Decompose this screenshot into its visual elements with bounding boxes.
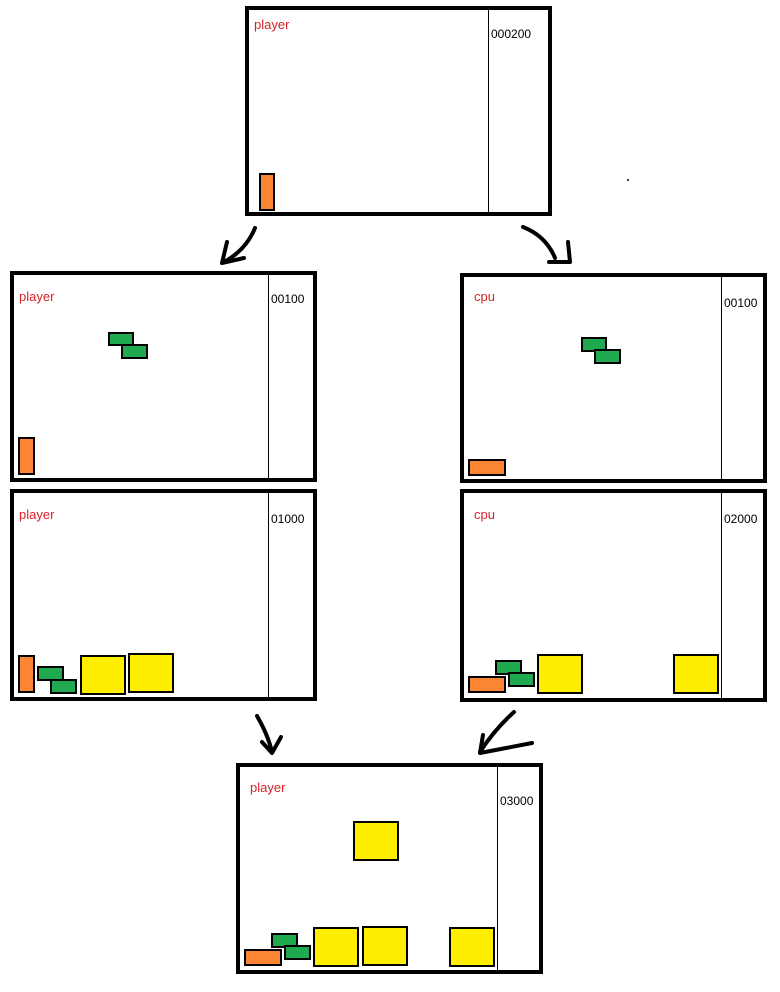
- yellow-block: [353, 821, 399, 861]
- green-block: [50, 679, 77, 694]
- panel-bottom: player 03000: [236, 763, 543, 974]
- score-divider: [488, 10, 489, 212]
- panel-low-right: cpu 02000: [460, 489, 767, 702]
- panel-mid-right: cpu 00100: [460, 273, 767, 483]
- orange-block: [468, 676, 506, 693]
- score-display: 00100: [271, 292, 305, 306]
- arrow-top-to-mid-right: [521, 225, 557, 260]
- arrowhead-low-left-to-bottom: [260, 735, 283, 755]
- panel-label: player: [19, 507, 55, 522]
- yellow-block: [80, 655, 126, 695]
- panel-label: player: [250, 780, 286, 795]
- arrowhead-top-to-mid-right: [547, 240, 572, 264]
- arrow-top-to-mid-left: [222, 226, 257, 264]
- arrowhead-low-right-to-bottom: [478, 733, 534, 755]
- yellow-block: [362, 926, 408, 966]
- green-block: [284, 945, 311, 960]
- stray-dot: [627, 179, 629, 181]
- yellow-block: [128, 653, 174, 693]
- yellow-block: [449, 927, 495, 967]
- score-display: 03000: [500, 794, 534, 808]
- score-divider: [268, 493, 269, 697]
- panel-label: player: [254, 17, 290, 32]
- yellow-block: [673, 654, 719, 694]
- yellow-block: [313, 927, 359, 967]
- panel-mid-left: player 00100: [10, 271, 317, 482]
- score-display: 01000: [271, 512, 305, 526]
- green-block: [121, 344, 148, 359]
- panel-label: cpu: [474, 507, 495, 522]
- arrow-low-left-to-bottom: [255, 714, 274, 754]
- panel-top: player 000200: [245, 6, 552, 216]
- score-divider: [268, 275, 269, 478]
- score-display: 02000: [724, 512, 758, 526]
- panel-label: cpu: [474, 289, 495, 304]
- arrowhead-top-to-mid-left: [220, 240, 246, 265]
- yellow-block: [537, 654, 583, 694]
- orange-block: [18, 437, 35, 475]
- score-display: 00100: [724, 296, 758, 310]
- green-block: [508, 672, 535, 687]
- score-divider: [721, 493, 722, 698]
- score-divider: [497, 767, 498, 970]
- orange-block: [468, 459, 506, 476]
- orange-block: [18, 655, 35, 693]
- green-block: [594, 349, 621, 364]
- score-divider: [721, 277, 722, 479]
- score-display: 000200: [491, 27, 532, 41]
- panel-low-left: player 01000: [10, 489, 317, 701]
- panel-label: player: [19, 289, 55, 304]
- orange-block: [244, 949, 282, 966]
- orange-block: [259, 173, 275, 211]
